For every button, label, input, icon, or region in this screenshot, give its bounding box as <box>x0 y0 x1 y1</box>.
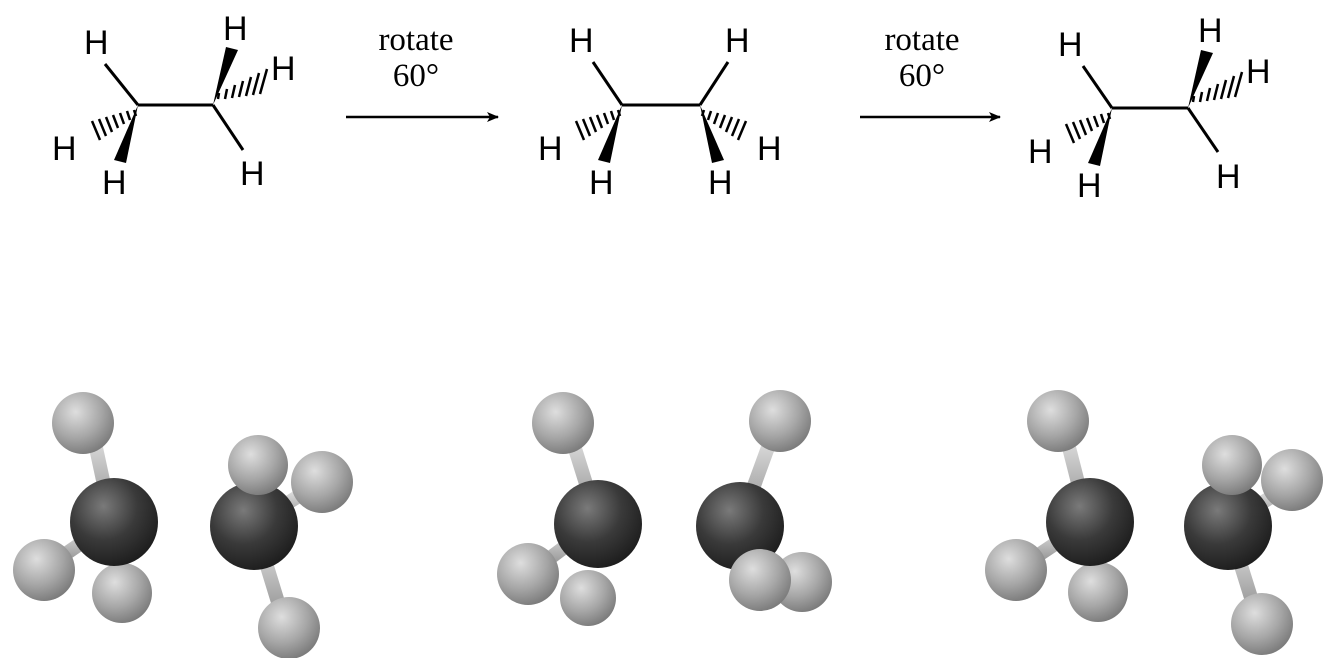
hydrogen-label: H <box>240 155 265 193</box>
carbon-atom <box>696 482 784 570</box>
arrow-label-line1: rotate <box>884 22 959 58</box>
hydrogen-label: H <box>1077 167 1102 205</box>
hydrogen-atom <box>985 539 1047 601</box>
hydrogen-label: H <box>223 10 248 48</box>
c-h-bond <box>103 63 140 106</box>
hydrogen-label: H <box>1246 53 1271 91</box>
dash-bond <box>216 68 269 100</box>
c-h-bond <box>211 104 245 151</box>
dash-bond <box>90 109 138 141</box>
carbon-atom <box>1184 482 1272 570</box>
ball-and-stick-model-3 <box>985 390 1323 655</box>
wedge-bond <box>1188 50 1213 108</box>
carbon-atom <box>70 478 158 566</box>
hydrogen-label: H <box>52 130 77 168</box>
ball-and-stick-model-2 <box>497 390 832 626</box>
hydrogen-atom <box>1261 449 1323 511</box>
hydrogen-atom <box>749 390 811 452</box>
arrow-label-line2: 60° <box>393 58 439 94</box>
hydrogen-atom <box>228 435 288 495</box>
hydrogen-atom <box>258 597 320 658</box>
rotation-arrow-2: rotate 60° <box>860 22 1001 122</box>
dash-bond <box>1064 112 1112 144</box>
dash-bond <box>700 109 748 141</box>
carbon-atom <box>1046 478 1134 566</box>
hydrogen-label: H <box>589 164 614 202</box>
hydrogen-label: H <box>1216 158 1241 196</box>
wedge-bond <box>213 47 238 105</box>
hydrogen-label: H <box>708 164 733 202</box>
hydrogen-atom <box>1068 562 1128 622</box>
hydrogen-label: H <box>569 22 594 60</box>
hydrogen-atom <box>729 549 791 611</box>
hydrogen-atom <box>1231 593 1293 655</box>
structure-1-staggered: H H H H H H <box>52 10 296 202</box>
wedge-bond <box>1088 108 1112 166</box>
hydrogen-atom <box>1027 390 1089 452</box>
hydrogen-atom <box>532 392 594 454</box>
dash-bond <box>574 109 622 141</box>
arrow-label-line2: 60° <box>899 58 945 94</box>
hydrogen-atom <box>497 543 559 605</box>
hydrogen-label: H <box>538 130 563 168</box>
hydrogen-atom <box>13 539 75 601</box>
c-h-bond <box>1186 107 1220 153</box>
carbon-atom <box>554 480 642 568</box>
dash-bond <box>1191 71 1244 103</box>
structure-2-eclipsed: H H H H H H <box>538 22 782 202</box>
arrow-label-line1: rotate <box>378 22 453 58</box>
rotation-arrow-1: rotate 60° <box>346 22 499 122</box>
carbon-atom <box>210 482 298 570</box>
c-h-bond <box>1081 65 1114 109</box>
hydrogen-atom <box>52 392 114 454</box>
hydrogen-label: H <box>1028 133 1053 171</box>
ball-and-stick-model-1 <box>13 392 353 658</box>
hydrogen-label: H <box>725 22 750 60</box>
hydrogen-atom <box>560 570 616 626</box>
hydrogen-label: H <box>1058 26 1083 64</box>
hydrogen-label: H <box>757 130 782 168</box>
c-h-bond <box>591 61 624 106</box>
c-h-bond <box>698 61 730 106</box>
structure-3-staggered: H H H H H H <box>1028 12 1271 205</box>
hydrogen-label: H <box>84 24 109 62</box>
wedge-bond <box>700 105 724 163</box>
hydrogen-atom <box>1202 435 1262 495</box>
hydrogen-atom <box>92 563 152 623</box>
wedge-bond <box>598 105 622 163</box>
wedge-bond <box>114 105 138 163</box>
hydrogen-label: H <box>102 164 127 202</box>
hydrogen-label: H <box>271 50 296 88</box>
hydrogen-label: H <box>1198 12 1223 50</box>
hydrogen-atom <box>291 451 353 513</box>
